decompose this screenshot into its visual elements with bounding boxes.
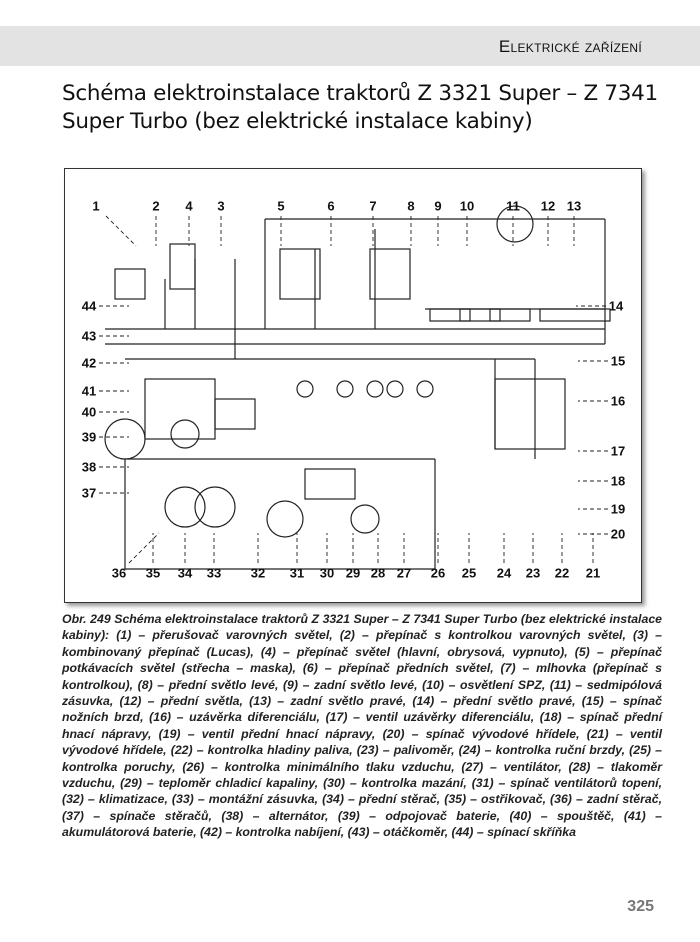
callout-label-24: 24	[496, 565, 512, 581]
callout-label-32: 32	[250, 565, 266, 581]
callout-label-13: 13	[566, 198, 582, 214]
callout-label-15: 15	[610, 353, 626, 369]
figure-caption: Obr. 249 Schéma elektroinstalace traktor…	[62, 612, 662, 840]
callout-label-39: 39	[81, 429, 97, 445]
callout-label-10: 10	[459, 198, 475, 214]
callout-label-37: 37	[81, 485, 97, 501]
page-title: Schéma elektroinstalace traktorů Z 3321 …	[62, 81, 658, 134]
callout-label-23: 23	[525, 565, 541, 581]
callout-label-1: 1	[92, 198, 100, 214]
component-box	[539, 308, 611, 322]
callout-label-29: 29	[345, 565, 361, 581]
callout-label-42: 42	[81, 355, 97, 371]
callout-label-2: 2	[152, 198, 160, 214]
component-box	[279, 248, 321, 300]
component-symbol	[170, 419, 200, 449]
callout-label-16: 16	[610, 393, 626, 409]
callout-label-30: 30	[319, 565, 335, 581]
callout-label-43: 43	[81, 328, 97, 344]
callout-label-28: 28	[370, 565, 386, 581]
page-number: 325	[627, 898, 654, 915]
callout-label-41: 41	[81, 383, 97, 399]
callout-label-38: 38	[81, 459, 97, 475]
callout-label-26: 26	[430, 565, 446, 581]
component-symbol	[416, 380, 434, 398]
callout-label-44: 44	[81, 298, 97, 314]
component-box	[494, 378, 566, 450]
callout-label-21: 21	[585, 565, 601, 581]
component-box	[304, 468, 356, 500]
component-symbol	[266, 500, 304, 538]
callout-label-4: 4	[185, 198, 193, 214]
callout-label-14: 14	[608, 298, 624, 314]
component-symbol	[386, 380, 404, 398]
component-symbol	[296, 380, 314, 398]
callout-label-27: 27	[396, 565, 412, 581]
wiring-schematic	[99, 205, 611, 570]
leader-line	[105, 215, 137, 247]
callout-label-11: 11	[506, 198, 520, 214]
component-box	[114, 268, 146, 300]
component-symbol	[336, 380, 354, 398]
component-symbol	[164, 486, 206, 528]
callout-label-33: 33	[206, 565, 222, 581]
component-symbol	[366, 380, 384, 398]
component-box	[169, 243, 196, 290]
component-symbol	[104, 418, 146, 460]
callout-label-22: 22	[554, 565, 570, 581]
callout-label-35: 35	[145, 565, 161, 581]
running-header: Elektrické zařízení	[0, 26, 700, 66]
callout-label-36: 36	[111, 565, 127, 581]
callout-label-20: 20	[610, 526, 626, 542]
component-box	[369, 248, 411, 300]
callout-label-40: 40	[81, 404, 97, 420]
component-box	[489, 308, 531, 322]
section-title: Elektrické zařízení	[498, 37, 642, 56]
callout-label-34: 34	[177, 565, 193, 581]
callout-label-3: 3	[217, 198, 225, 214]
leader-line	[128, 532, 160, 564]
callout-label-19: 19	[610, 501, 626, 517]
component-box	[459, 308, 501, 322]
component-box	[214, 398, 256, 430]
component-symbol	[194, 486, 236, 528]
callout-label-25: 25	[461, 565, 477, 581]
callout-label-6: 6	[327, 198, 335, 214]
callout-label-7: 7	[369, 198, 377, 214]
callout-label-9: 9	[434, 198, 442, 214]
callout-label-17: 17	[610, 443, 626, 459]
component-box	[144, 378, 216, 440]
component-symbol	[350, 504, 380, 534]
component-symbol	[496, 205, 534, 243]
callout-label-5: 5	[277, 198, 285, 214]
callout-label-31: 31	[289, 565, 305, 581]
component-box	[429, 308, 471, 322]
callout-label-12: 12	[540, 198, 556, 214]
callout-label-8: 8	[407, 198, 415, 214]
callout-label-18: 18	[610, 473, 626, 489]
